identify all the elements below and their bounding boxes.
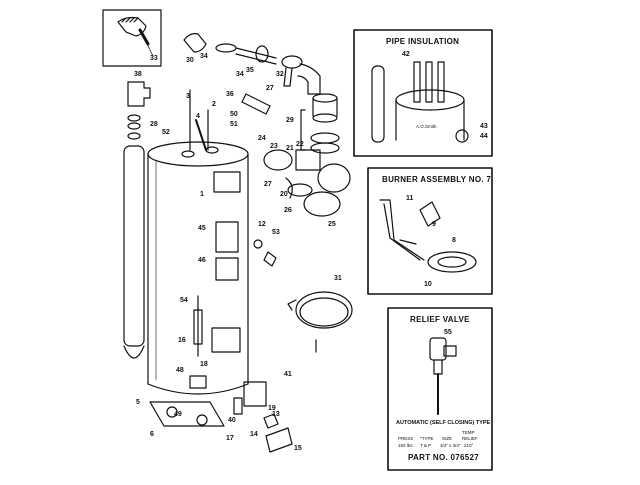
part-callout: 17: [226, 435, 234, 442]
pipe-insulation-drawing: [371, 61, 469, 143]
relief-valve-caption: AUTOMATIC (SELF CLOSING) TYPE: [396, 420, 491, 426]
part-callout: 28: [150, 121, 158, 128]
relief-valve-title: RELIEF VALVE: [410, 315, 470, 324]
part-callout: 4: [196, 113, 200, 120]
part-callout: 24: [258, 135, 266, 142]
part-callout: 51: [230, 121, 238, 128]
spec-temp-header: TEMP: [462, 430, 475, 435]
relief-valve-part-number: PART NO. 076527: [408, 453, 479, 462]
part-callout: 54: [180, 297, 188, 304]
pipe-insulation-title: PIPE INSULATION: [386, 37, 459, 46]
spec-type-value: T & P: [420, 443, 431, 448]
part-callout: 25: [328, 221, 336, 228]
part-callout: 5: [136, 399, 140, 406]
anode-rod-parts: [189, 89, 209, 151]
vent-cap-drawing: [117, 16, 150, 46]
part-callout: 48: [176, 367, 184, 374]
burner-assembly-title: BURNER ASSEMBLY NO. 7: [382, 175, 491, 184]
burner-callout-11: 11: [406, 195, 414, 202]
part-callout: 32: [276, 71, 284, 78]
part-callout: 26: [284, 207, 292, 214]
part-callout: 27: [264, 181, 272, 188]
part-callout: 46: [198, 257, 206, 264]
burner-assembly-frame: [367, 167, 493, 295]
tee-fitting-parts: [127, 81, 151, 140]
part-callout: 49: [174, 411, 182, 418]
gas-control-parts: [263, 149, 351, 217]
part-callout: 38: [134, 71, 142, 78]
relief-valve-frame: [387, 307, 493, 471]
part-callout: 13: [272, 411, 280, 418]
tank-brand-label: A.O.Smith: [416, 124, 437, 129]
burner-callout-8: 8: [452, 237, 456, 244]
part-callout: 2: [212, 101, 216, 108]
part-callout: 31: [334, 275, 342, 282]
part-callout: 27: [266, 85, 274, 92]
jacket-sleeve: [123, 145, 145, 359]
part-callout: 19: [268, 405, 276, 412]
part-callout: 23: [270, 143, 278, 150]
part-callout: 34: [200, 53, 208, 60]
part-callout: 40: [228, 417, 236, 424]
vent-cap-inset-frame: [102, 9, 162, 67]
part-callout: 33: [150, 55, 158, 62]
spec-size-value: 3/4" x 3/4": [440, 443, 461, 448]
relief-valve-drawing: [429, 337, 457, 415]
pipe-insulation-callout-43: 43: [480, 123, 488, 130]
part-callout: 34: [236, 71, 244, 78]
pipe-insulation-frame: [353, 29, 493, 157]
water-heater-tank: [147, 141, 249, 395]
spec-press-value: 150 lbs.: [398, 443, 414, 448]
vent-pipe-assembly: [183, 33, 321, 95]
part-callout: 41: [284, 371, 292, 378]
spec-relief-value: 210°: [464, 443, 474, 448]
part-callout: 50: [230, 111, 238, 118]
burner-callout-10: 10: [424, 281, 432, 288]
burner-callout-9: 9: [432, 221, 436, 228]
part-callout: 45: [198, 225, 206, 232]
part-callout: 22: [296, 141, 304, 148]
spec-type-header: *TYPE: [420, 436, 434, 441]
spec-size-header: SIZE: [442, 436, 452, 441]
part-callout: 53: [272, 229, 280, 236]
relief-valve-callout-55: 55: [444, 329, 452, 336]
drain-valve-parts: [253, 239, 277, 267]
part-callout: 12: [258, 221, 266, 228]
part-callout: 3: [186, 93, 190, 100]
part-callout: 14: [250, 431, 258, 438]
burner-assembly-drawing: [379, 199, 477, 273]
part-callout: 18: [200, 361, 208, 368]
part-callout: 20: [280, 191, 288, 198]
part-callout: 52: [162, 129, 170, 136]
spec-press-header: PRESS: [398, 436, 413, 441]
part-callout: 1: [200, 191, 204, 198]
base-parts: [149, 381, 293, 453]
part-callout: 35: [246, 67, 254, 74]
part-callout: 29: [286, 117, 294, 124]
spec-relief-header: RELIEF: [462, 436, 478, 441]
wire-harness: [287, 291, 353, 353]
part-callout: 6: [150, 431, 154, 438]
part-callout: 30: [186, 57, 194, 64]
part-callout: 16: [178, 337, 186, 344]
part-callout: 36: [226, 91, 234, 98]
part-callout: 15: [294, 445, 302, 452]
pipe-insulation-callout-42: 42: [402, 51, 410, 58]
part-callout: 21: [286, 145, 294, 152]
pipe-insulation-callout-44: 44: [480, 133, 488, 140]
